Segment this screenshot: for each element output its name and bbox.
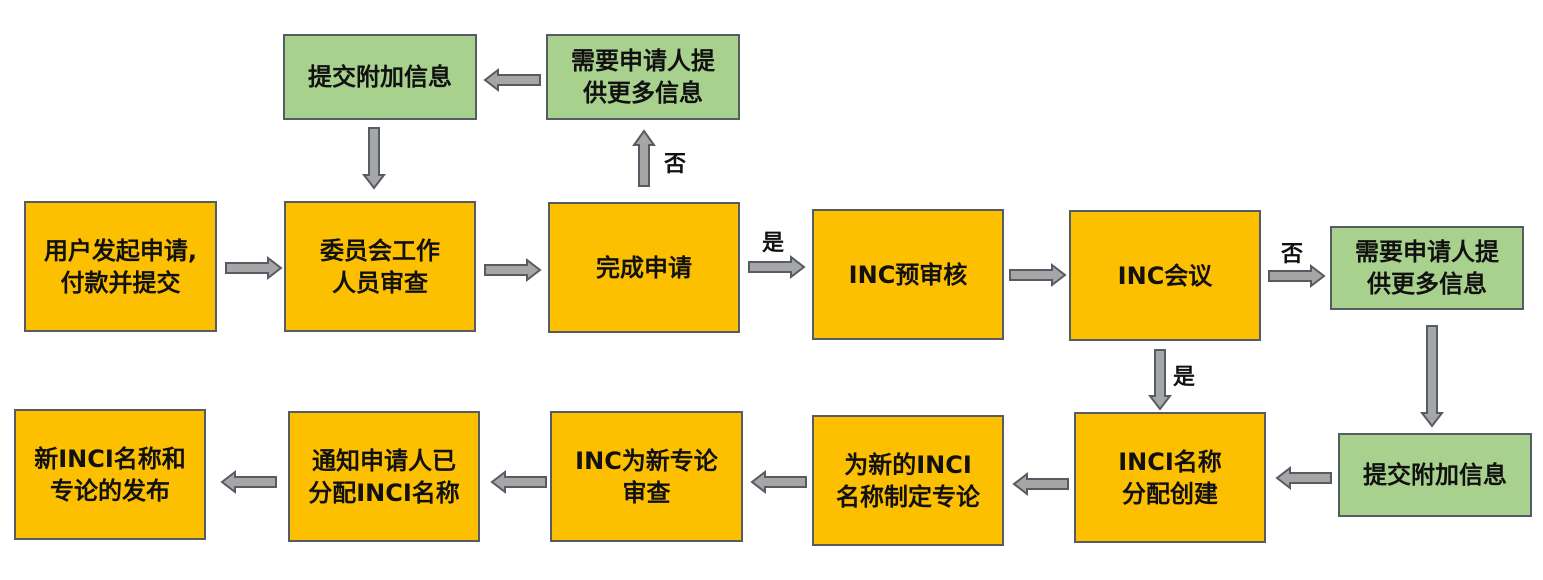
label-yes-meeting: 是 — [1173, 365, 1196, 390]
inc-review-monograph-box: INC为新专论 审查 — [550, 411, 743, 542]
label-no-top: 否 — [664, 152, 687, 177]
inci-name-create-box: INCI名称 分配创建 — [1074, 412, 1266, 543]
inc-meeting-box: INC会议 — [1069, 210, 1261, 341]
arrow-need-info-to-submit-top — [483, 67, 541, 93]
notify-applicant-box: 通知申请人已 分配INCI名称 — [288, 411, 480, 542]
arrow-meeting-to-need-info — [1268, 263, 1326, 289]
label-no-right: 否 — [1281, 242, 1304, 267]
arrow-review-to-notify — [490, 469, 547, 495]
need-more-info-top-box: 需要申请人提 供更多信息 — [546, 34, 740, 120]
arrow-complete-to-need-info-top — [632, 129, 656, 187]
arrow-need-info-right-to-submit — [1419, 325, 1445, 428]
arrow-committee-to-complete — [484, 257, 542, 283]
arrow-prereview-to-meeting — [1009, 262, 1067, 288]
submit-info-right-box: 提交附加信息 — [1338, 433, 1532, 517]
arrow-monograph-to-review — [750, 469, 807, 495]
arrow-meeting-to-inci-create — [1147, 349, 1173, 411]
label-yes-complete: 是 — [762, 231, 785, 256]
submit-info-top-box: 提交附加信息 — [283, 34, 477, 120]
arrow-notify-to-publish — [220, 469, 277, 495]
arrow-submit-top-to-committee — [361, 127, 387, 190]
committee-review-box: 委员会工作 人员审查 — [284, 201, 476, 332]
arrow-submit-right-to-inci-create — [1275, 465, 1332, 491]
user-apply-box: 用户发起申请, 付款并提交 — [24, 201, 217, 332]
inc-prereview-box: INC预审核 — [812, 209, 1004, 340]
publish-box: 新INCI名称和 专论的发布 — [14, 409, 206, 540]
monograph-new-inci-box: 为新的INCI 名称制定专论 — [812, 415, 1004, 546]
arrow-complete-to-prereview — [748, 254, 806, 280]
need-more-info-right-box: 需要申请人提 供更多信息 — [1330, 226, 1524, 310]
arrow-inci-create-to-monograph — [1012, 471, 1069, 497]
complete-application-box: 完成申请 — [548, 202, 740, 333]
arrow-user-to-committee — [225, 255, 283, 281]
